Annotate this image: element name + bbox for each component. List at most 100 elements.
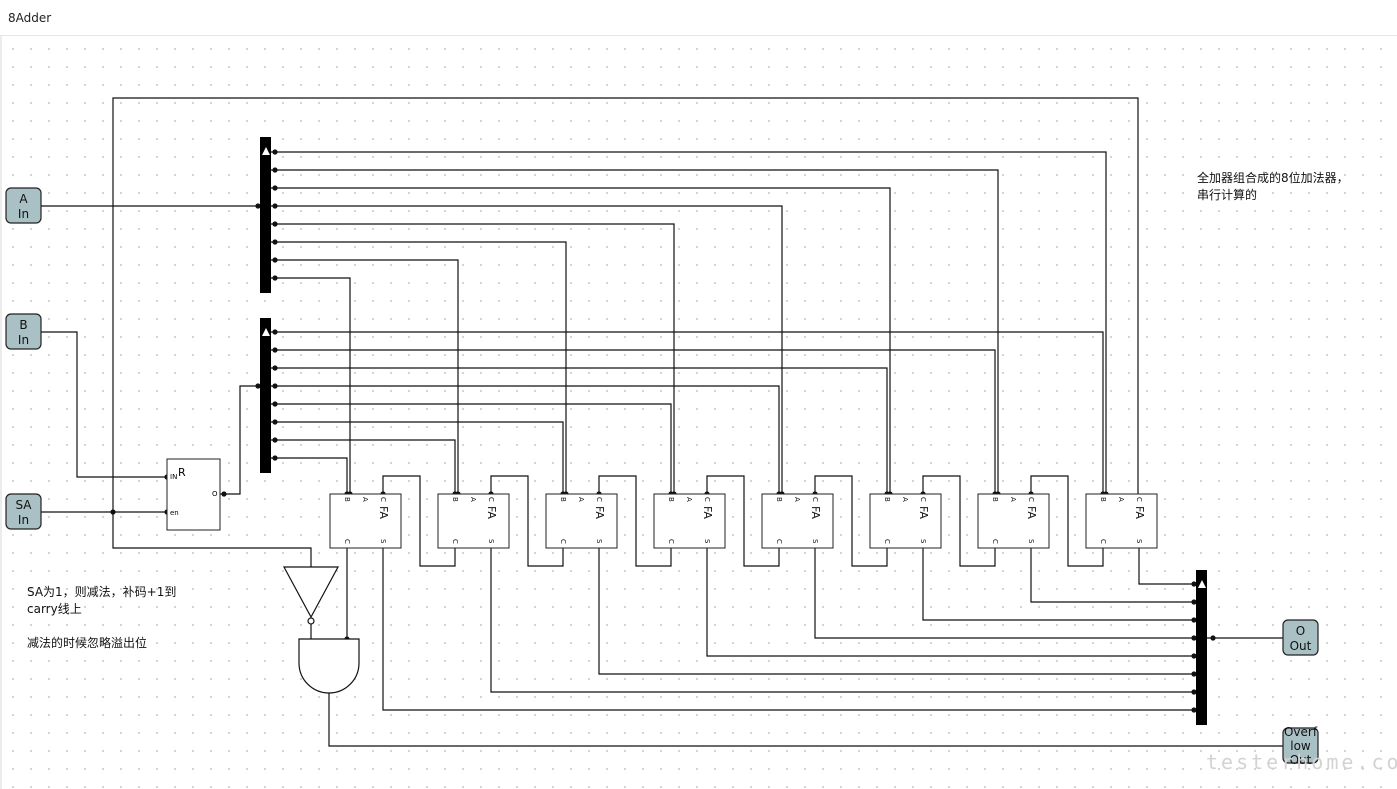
full-adder-port-a: A (1009, 497, 1017, 502)
register[interactable]: R IN en O (166, 458, 221, 531)
full-adder-label: FA (485, 506, 498, 519)
wire-carry-7[interactable] (1030, 475, 1104, 567)
full-adder-label: FA (701, 506, 714, 519)
pin-sa-label: SA (15, 498, 32, 512)
wire-junction-a-bit-3 (272, 203, 278, 209)
register-en-port: en (170, 509, 179, 517)
wire-b-bit-0[interactable] (271, 331, 1104, 494)
wire-junction-a-bit-0 (272, 149, 278, 155)
full-adder-box (977, 493, 1050, 549)
wire-sum-4[interactable] (706, 548, 1194, 657)
wire-junction-sum-5 (1191, 671, 1197, 677)
splitter-b[interactable] (260, 318, 271, 473)
full-adder-box (437, 493, 510, 549)
wire-sa-carry-in[interactable] (112, 97, 1139, 512)
wire-carry-5[interactable] (814, 475, 888, 567)
wire-register-to-splitter-b[interactable] (220, 385, 258, 495)
wire-carry-4[interactable] (706, 475, 780, 567)
wire-sum-6[interactable] (490, 548, 1194, 693)
wire-sum-5[interactable] (598, 548, 1194, 675)
full-adder-port-cout: C (883, 539, 891, 544)
full-adder-port-sum: S (919, 539, 927, 544)
wire-junction-a-bit-2 (272, 185, 278, 191)
wire-a-bit-0[interactable] (271, 151, 1107, 494)
full-adder-label: FA (377, 506, 390, 519)
pin-out[interactable]: O Out (1282, 619, 1319, 656)
register-out-port: O (212, 490, 218, 498)
wire-a-bit-3[interactable] (271, 205, 783, 494)
wire-sa-to-not[interactable] (112, 512, 312, 567)
wire-b-bit-1[interactable] (271, 349, 996, 494)
wire-sum-1[interactable] (1030, 548, 1194, 603)
full-adder-port-b: B (451, 497, 459, 502)
wire-junction-b-bit-1 (272, 347, 278, 353)
wire-carry-1[interactable] (382, 475, 456, 567)
wire-junction-a-bit-5 (272, 239, 278, 245)
wire-carry-2[interactable] (490, 475, 564, 567)
wire-sum-2[interactable] (922, 548, 1194, 621)
wire-a-bit-5[interactable] (271, 241, 567, 494)
wire-sum-3[interactable] (814, 548, 1194, 639)
splitter-out[interactable] (1196, 570, 1207, 725)
wire-b-bit-2[interactable] (271, 367, 888, 494)
wire-b-bit-4[interactable] (271, 403, 672, 494)
full-adder-label: FA (1133, 506, 1146, 519)
wire-junction-a-bit-4 (272, 221, 278, 227)
wire-junction-a-bit-1 (272, 167, 278, 173)
wire-b-to-register[interactable] (41, 331, 167, 478)
wire-and-to-overflow[interactable] (328, 693, 1283, 747)
full-adder-port-sum: S (1027, 539, 1035, 544)
full-adder-box (653, 493, 726, 549)
wire-a-bit-2[interactable] (271, 187, 891, 494)
wire-b-bit-3[interactable] (271, 385, 780, 494)
full-adder-port-sum: S (595, 539, 603, 544)
wire-junction-b-bit-4 (272, 401, 278, 407)
wire-b-bit-7[interactable] (271, 457, 348, 494)
full-adder-port-cin: C (703, 497, 711, 502)
wire-junction-sum-1 (1191, 599, 1197, 605)
wires (41, 97, 1283, 747)
full-adder-port-sum: S (1135, 539, 1143, 544)
pin-b-type: In (18, 333, 29, 347)
full-adder-port-a: A (901, 497, 909, 502)
wire-a-bit-4[interactable] (271, 223, 675, 494)
full-adder-port-a: A (685, 497, 693, 502)
full-adder-box (329, 493, 402, 549)
wire-junction-b-bit-7 (272, 455, 278, 461)
wire-sum-0[interactable] (1138, 548, 1194, 585)
full-adder-port-cin: C (811, 497, 819, 502)
wire-b-bit-5[interactable] (271, 421, 564, 494)
not-gate[interactable] (282, 566, 340, 625)
register-in-port: IN (170, 473, 177, 481)
wire-a-bit-1[interactable] (271, 169, 999, 494)
full-adder-port-a: A (469, 497, 477, 502)
full-adder-port-b: B (883, 497, 891, 502)
wire-b-bit-6[interactable] (271, 439, 456, 494)
wire-junction-sum-2 (1191, 617, 1197, 623)
pin-overflow[interactable]: Overf low Out (1282, 725, 1319, 767)
pin-a[interactable]: A In (5, 187, 42, 224)
splitter-a[interactable] (260, 137, 271, 293)
wire-carry-6[interactable] (922, 475, 996, 567)
and-gate[interactable] (298, 638, 360, 694)
circuit-tab[interactable]: 8Adder (0, 0, 1397, 36)
wire-junction-sum-3 (1191, 635, 1197, 641)
wire-a-bit-6[interactable] (271, 259, 459, 494)
pin-b[interactable]: B In (5, 313, 42, 350)
full-adder-port-sum: S (703, 539, 711, 544)
pin-sa[interactable]: SA In (5, 493, 42, 530)
wire-sum-7[interactable] (382, 548, 1194, 711)
circuit-title: 8Adder (8, 11, 52, 25)
wire-carry-3[interactable] (598, 475, 672, 567)
full-adder-port-cout: C (451, 539, 459, 544)
